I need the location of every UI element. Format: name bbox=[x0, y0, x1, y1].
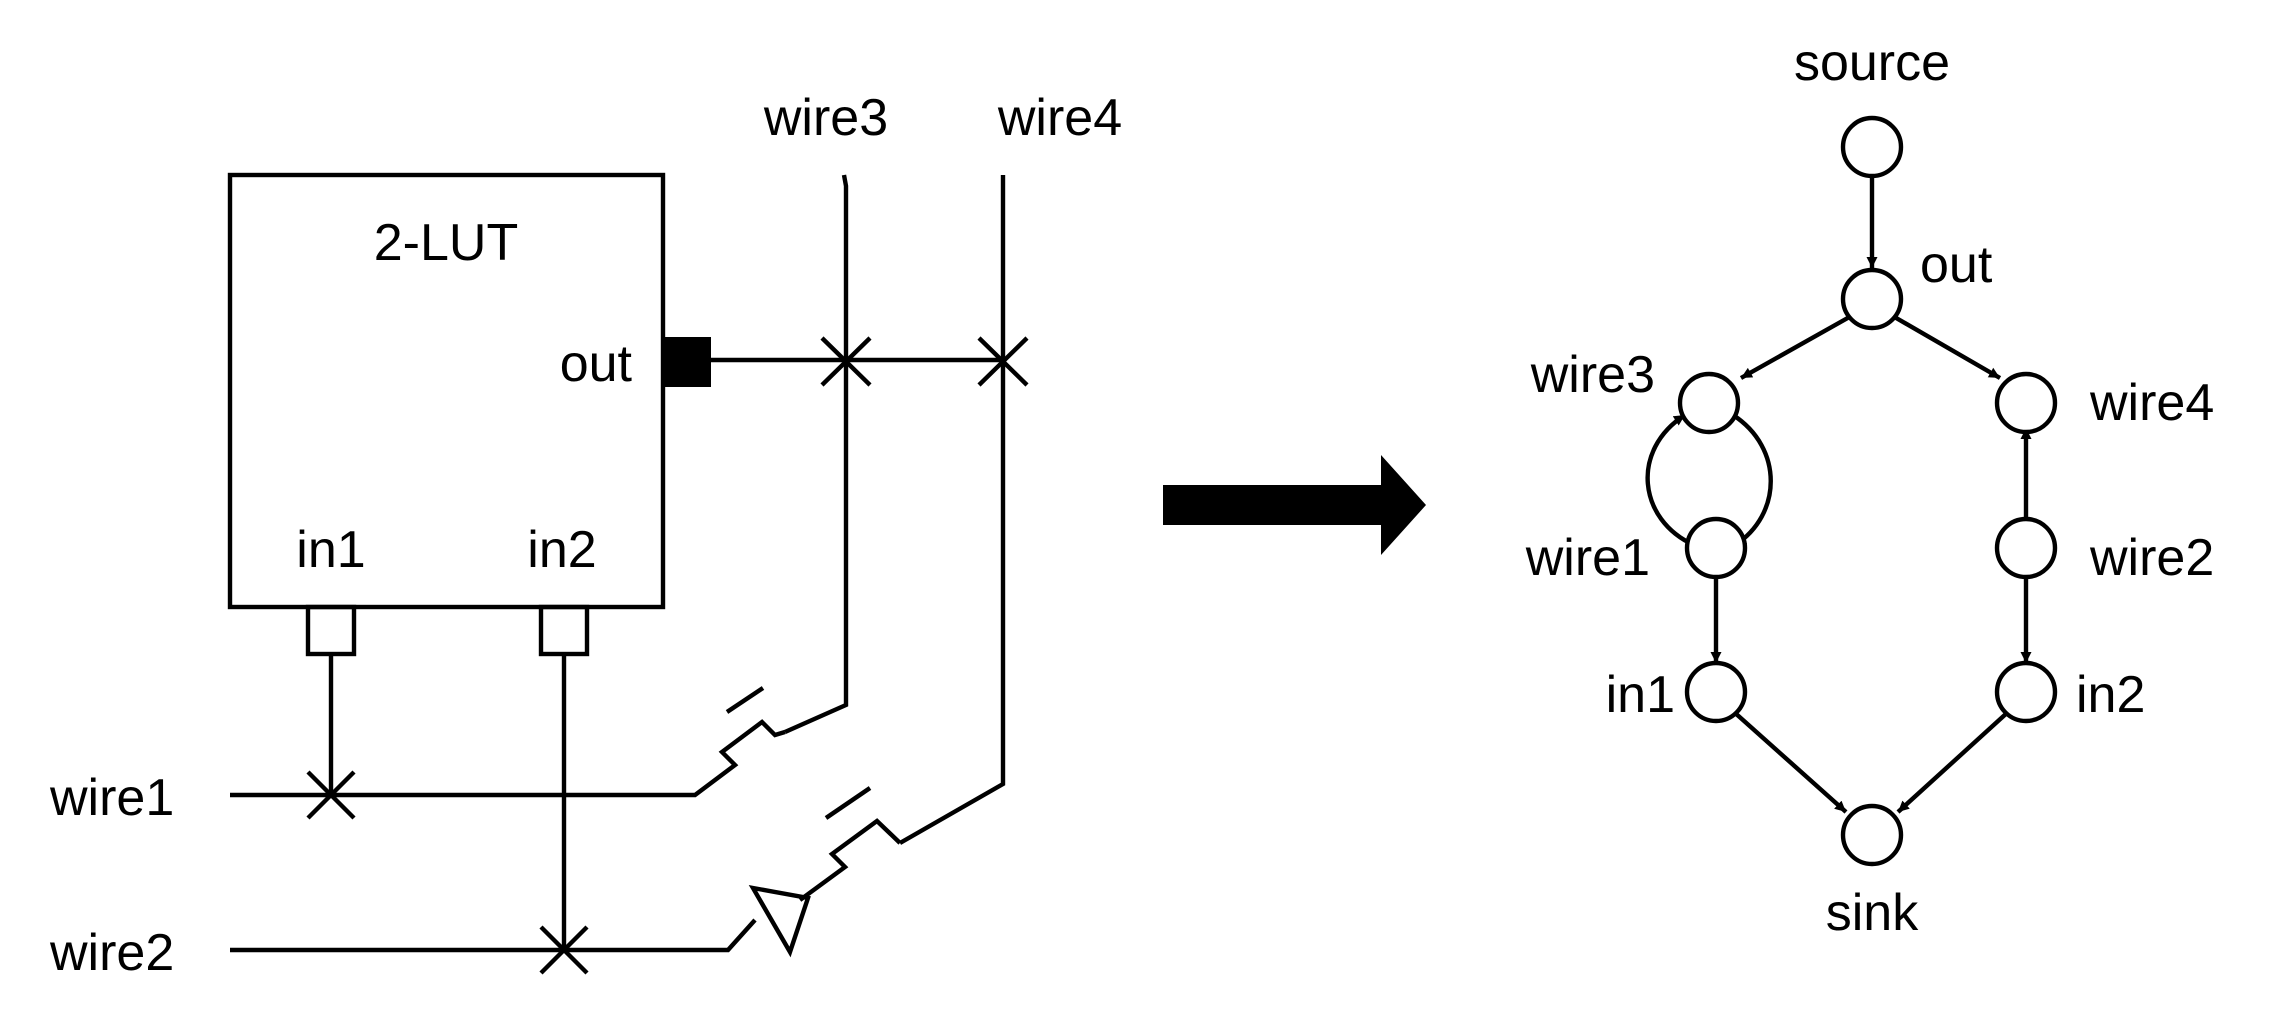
wire2-line bbox=[230, 918, 757, 953]
edge-out-wire4 bbox=[1889, 313, 2002, 380]
lut-in1-label: in1 bbox=[296, 521, 365, 579]
wire3-label: wire3 bbox=[763, 89, 888, 147]
label-out: out bbox=[1920, 236, 1993, 294]
in1-pin bbox=[305, 604, 357, 657]
node-in1 bbox=[1684, 660, 1748, 724]
label-wire4: wire4 bbox=[2089, 374, 2214, 432]
in2-pin bbox=[538, 604, 590, 657]
wire3-line bbox=[784, 174, 849, 735]
routing-schematic: 2-LUT out in1 in2 wire3 wire4 wire1 wire… bbox=[49, 89, 1122, 982]
label-source: source bbox=[1794, 34, 1950, 92]
lut-block bbox=[227, 172, 666, 610]
wire2-label: wire2 bbox=[49, 924, 174, 982]
lut-in2-label: in2 bbox=[527, 521, 596, 579]
node-wire4 bbox=[1994, 371, 2058, 435]
wire4-switch-zigzag bbox=[798, 818, 902, 902]
crosspoint-out-wire3 bbox=[820, 336, 872, 387]
node-out bbox=[1840, 267, 1904, 331]
edge-in2-sink bbox=[1896, 710, 2010, 814]
wire1-line bbox=[230, 719, 786, 798]
label-sink: sink bbox=[1826, 884, 1919, 942]
node-in2 bbox=[1994, 660, 2058, 724]
node-sink bbox=[1840, 803, 1904, 867]
lut-out-label: out bbox=[560, 335, 633, 393]
label-wire1: wire1 bbox=[1525, 529, 1650, 587]
edge-wire3-wire1 bbox=[1731, 413, 1773, 547]
label-in1: in1 bbox=[1606, 666, 1675, 724]
edge-wire1-wire3 bbox=[1645, 413, 1695, 548]
buffer-triangle bbox=[748, 884, 811, 958]
wire3-switch-bar bbox=[725, 686, 765, 714]
transform-arrow bbox=[1163, 455, 1426, 555]
routing-resource-graph: source out wire3 wire4 wire1 wire2 in1 i… bbox=[1525, 34, 2215, 942]
node-wire2 bbox=[1994, 516, 2058, 580]
out-pin bbox=[663, 337, 711, 387]
edge-out-wire3 bbox=[1739, 313, 1855, 380]
lut-title: 2-LUT bbox=[374, 214, 518, 272]
node-source bbox=[1840, 115, 1904, 179]
wire4-label: wire4 bbox=[997, 89, 1122, 147]
label-wire2: wire2 bbox=[2089, 529, 2214, 587]
crosspoint-in2-wire2 bbox=[539, 925, 589, 975]
wire4-switch-bar bbox=[824, 786, 872, 820]
wire1-label: wire1 bbox=[49, 769, 174, 827]
node-wire3 bbox=[1677, 371, 1741, 435]
label-in2: in2 bbox=[2076, 666, 2145, 724]
node-wire1 bbox=[1684, 516, 1748, 580]
wire4-line bbox=[898, 175, 1006, 845]
crosspoint-out-wire4 bbox=[977, 336, 1029, 387]
edge-in1-sink bbox=[1732, 710, 1848, 814]
label-wire3: wire3 bbox=[1530, 346, 1655, 404]
crosspoint-in1-wire1 bbox=[306, 770, 356, 820]
